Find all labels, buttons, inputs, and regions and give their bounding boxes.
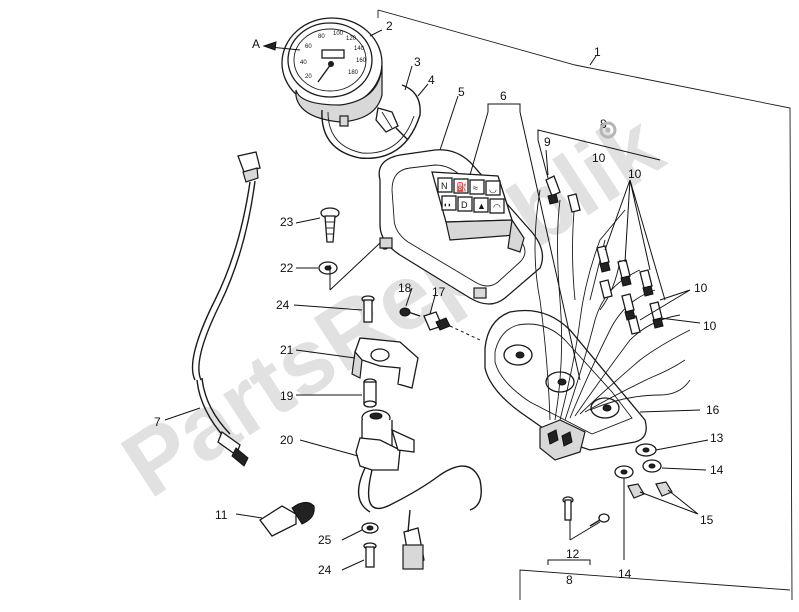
callout-22: 22 <box>280 261 294 275</box>
washer-22[interactable] <box>318 261 338 275</box>
callout-10-c: 10 <box>694 281 708 295</box>
indicator-windows: N ⛽ ≈ ◡ ◖◗ D ▲ ◠ <box>437 177 505 214</box>
callout-5: 5 <box>458 85 465 99</box>
svg-text:◠: ◠ <box>493 202 501 212</box>
callout-18: 18 <box>398 281 412 295</box>
callout-11: 11 <box>215 508 228 522</box>
callout-3: 3 <box>414 55 421 69</box>
needle <box>317 63 332 83</box>
dial-ticks: 20 40 60 80 100 120 140 160 180 <box>300 31 367 80</box>
callout-labels: 1 2 3 4 5 6 7 8 8 9 10 10 10 10 11 12 13… <box>154 19 724 587</box>
svg-text:100: 100 <box>333 31 344 37</box>
grommet-13[interactable] <box>635 443 657 457</box>
callout-23: 23 <box>280 215 294 229</box>
instrument-housing[interactable] <box>484 309 647 461</box>
svg-text:20: 20 <box>305 74 312 80</box>
bulb-socket[interactable] <box>375 107 409 141</box>
ignition-bracket[interactable] <box>351 337 419 389</box>
callout-8-bottom: 8 <box>566 573 573 587</box>
svg-text:160: 160 <box>356 58 367 64</box>
svg-text:40: 40 <box>300 60 307 66</box>
callout-13: 13 <box>710 431 724 445</box>
callout-14-a: 14 <box>710 463 724 477</box>
callout-17: 17 <box>432 285 446 299</box>
callout-24-lower: 24 <box>318 563 332 577</box>
screw-24-lower[interactable] <box>363 542 377 568</box>
washers-14[interactable] <box>614 459 662 479</box>
svg-text:▲: ▲ <box>477 201 486 211</box>
leader-lines <box>164 29 709 571</box>
svg-text:120: 120 <box>346 36 357 42</box>
callout-24-upper: 24 <box>276 298 290 312</box>
callout-9: 9 <box>544 135 551 149</box>
svg-text:60: 60 <box>305 44 312 50</box>
warning-light-cluster[interactable]: N ⛽ ≈ ◡ ◖◗ D ▲ ◠ <box>431 171 525 253</box>
screw-24-upper[interactable] <box>361 295 375 323</box>
bulb-sockets-10[interactable] <box>567 193 664 335</box>
callout-25: 25 <box>318 533 332 547</box>
ignition-switch[interactable] <box>355 409 482 570</box>
nuts-15[interactable] <box>627 481 673 499</box>
callout-10-b: 10 <box>628 167 642 181</box>
seal-ring[interactable] <box>321 84 421 159</box>
speedometer[interactable]: 20 40 60 80 100 120 140 160 180 <box>281 17 383 127</box>
callout-7: 7 <box>154 415 161 429</box>
svg-text:80: 80 <box>318 34 325 40</box>
screws-12[interactable] <box>562 496 610 527</box>
screw-23[interactable] <box>320 207 340 243</box>
gear-icon <box>599 121 617 139</box>
direction-arrow-a: A <box>252 37 301 51</box>
callout-14-b: 14 <box>618 567 632 581</box>
callout-20: 20 <box>280 433 294 447</box>
callout-6: 6 <box>500 89 507 103</box>
ignition-key[interactable] <box>259 502 315 537</box>
callout-21: 21 <box>280 343 294 357</box>
grommet-17[interactable] <box>423 311 481 341</box>
callout-4: 4 <box>428 73 435 87</box>
assembly-outline <box>377 9 793 601</box>
callout-10-a: 10 <box>592 151 606 165</box>
callout-10-d: 10 <box>703 319 717 333</box>
svg-text:N: N <box>441 181 448 191</box>
bulb-socket-9[interactable] <box>545 175 561 205</box>
callout-1: 1 <box>594 45 601 59</box>
svg-text:◡: ◡ <box>489 184 497 194</box>
callout-16: 16 <box>706 403 720 417</box>
callout-15: 15 <box>700 513 714 527</box>
washer-25[interactable] <box>361 522 379 534</box>
spacer-19[interactable] <box>363 378 377 408</box>
svg-text:⛽: ⛽ <box>456 181 467 192</box>
callout-2: 2 <box>386 19 393 33</box>
svg-text:140: 140 <box>354 46 365 52</box>
svg-text:≈: ≈ <box>473 183 478 193</box>
leader-22 <box>329 242 381 291</box>
svg-text:180: 180 <box>348 70 359 76</box>
speedometer-cable[interactable] <box>191 151 261 467</box>
screw-18[interactable] <box>399 307 421 317</box>
callout-19: 19 <box>280 389 294 403</box>
callout-12: 12 <box>566 547 580 561</box>
svg-text:D: D <box>461 200 468 210</box>
svg-text:◖◗: ◖◗ <box>443 202 451 209</box>
svg-text:A: A <box>252 37 260 51</box>
